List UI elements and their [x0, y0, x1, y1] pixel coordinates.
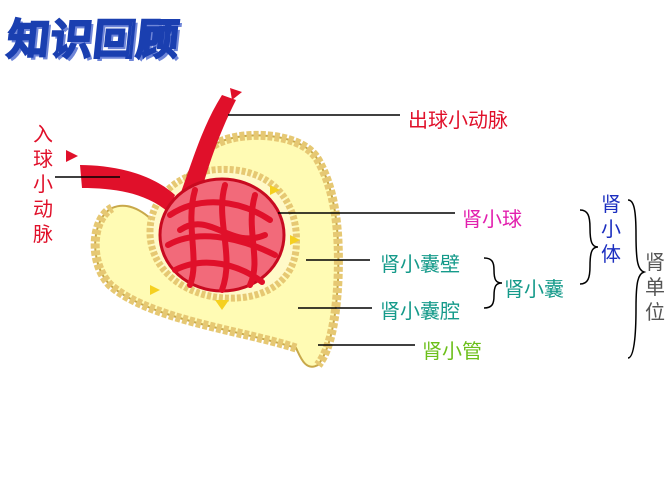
glomerulus-tuft: [158, 177, 286, 293]
capsule-wall-label: 肾小囊壁: [380, 252, 460, 276]
efferent-arteriole-label: 出球小动脉: [408, 108, 508, 132]
glomerulus-label: 肾小球: [462, 207, 522, 231]
nephron-label: 肾单位: [645, 250, 665, 324]
tubule-label: 肾小管: [422, 339, 482, 363]
efferent-arrow: [230, 88, 242, 100]
capsule-outer-layer: [204, 131, 343, 368]
afferent-arrow: [66, 150, 78, 162]
efferent-arteriole: [178, 95, 236, 205]
filtration-arrows: [150, 185, 300, 310]
afferent-arteriole-label: 入球小动脉: [33, 122, 53, 246]
renal-corpuscle-label: 肾小体: [601, 192, 621, 266]
capsule-cavity-label: 肾小囊腔: [380, 299, 460, 323]
leader-lines: [55, 114, 455, 346]
capsule-label: 肾小囊: [504, 277, 564, 301]
tubule-lower-layer: [90, 203, 298, 353]
afferent-arteriole: [80, 165, 175, 212]
braces: [483, 199, 647, 359]
